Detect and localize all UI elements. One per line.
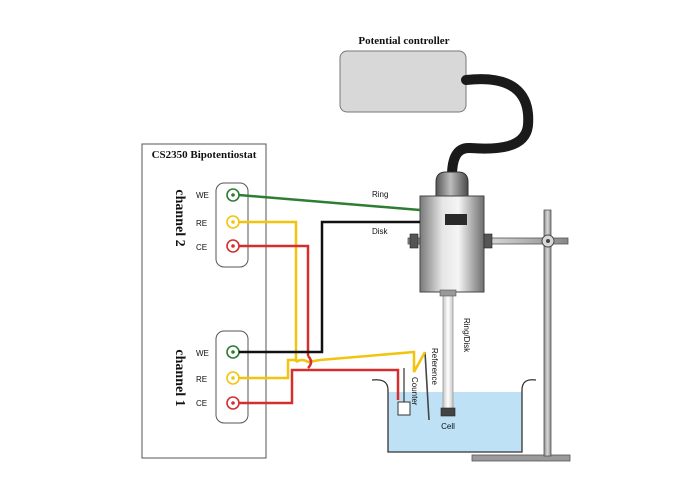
channel-1-we-label: WE (196, 349, 209, 358)
ring-disk-label: Ring/Disk (462, 318, 471, 353)
channel-2-re-wire (239, 220, 298, 362)
channel-2-we-label: WE (196, 191, 209, 200)
rotator-shaft-collar (439, 289, 457, 297)
channel-1-label: channel 1 (172, 349, 187, 406)
channel-1-we-jack[interactable] (226, 345, 240, 359)
channel-2-re-jack[interactable] (226, 215, 240, 229)
channel-1-re-jack[interactable] (226, 371, 240, 385)
controller-cable (447, 74, 534, 181)
channel-2-re-label: RE (196, 219, 207, 228)
channel-2-label: channel 2 (172, 189, 187, 246)
beaker (371, 379, 537, 453)
electrode-tip (440, 407, 456, 417)
ring-label: Ring (372, 190, 388, 199)
channel-1-re-wire (239, 350, 427, 380)
potential-controller-box (339, 50, 467, 113)
channel-1-ce-label: CE (196, 399, 207, 408)
counter-electrode-plate (397, 401, 411, 416)
channel-1-ce-wire (239, 355, 400, 405)
stand-rod (543, 209, 552, 457)
channel-2-ce-jack[interactable] (226, 239, 240, 253)
ring-disk-shaft (442, 292, 454, 413)
bipotentiostat-title: CS2350 Bipotentiostat (152, 149, 257, 161)
electrolyte (388, 392, 522, 452)
clamp-left (409, 233, 419, 249)
ring-wire (238, 193, 421, 212)
channel-2-ce-wire (239, 244, 310, 356)
channel-2-ce-label: CE (196, 243, 207, 252)
rotator-body (419, 195, 485, 293)
disk-wire (239, 220, 420, 354)
disk-label: Disk (372, 227, 389, 236)
counter-label: Counter (410, 377, 419, 406)
channel-1-re-label: RE (196, 375, 207, 384)
rotator-window (445, 214, 467, 225)
clamp-right (483, 233, 493, 249)
controller-title: Potential controller (358, 35, 449, 47)
reference-electrode (424, 351, 430, 421)
stand-base (471, 454, 571, 462)
clamp-knob (541, 234, 555, 248)
channel-1-ce-jack[interactable] (226, 396, 240, 410)
rotator-cap (435, 171, 469, 199)
reference-label: Reference (430, 348, 439, 385)
channel-2-we-jack[interactable] (226, 188, 240, 202)
cell-label: Cell (441, 422, 455, 431)
